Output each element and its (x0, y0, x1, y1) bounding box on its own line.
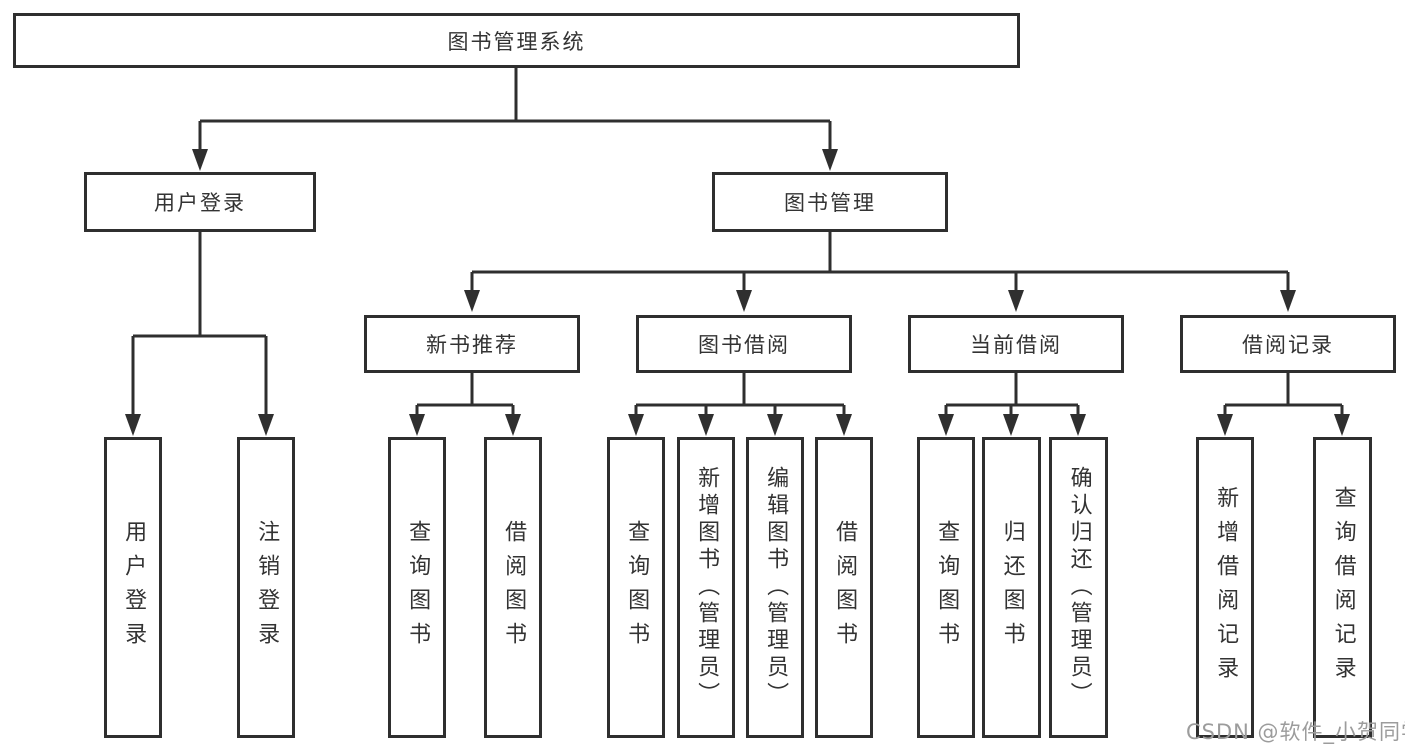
node-book-borrowing: 图书借阅 (636, 315, 852, 373)
leaf-confirm-return-admin: 确认归还（管理员） (1049, 437, 1108, 738)
node-root-label: 图书管理系统 (447, 29, 586, 54)
leaf-query-borrow-record-label: 查询借阅记录 (1330, 485, 1356, 690)
leaf-return-books: 归还图书 (982, 437, 1041, 738)
leaf-borrowing-borrow-books: 借阅图书 (815, 437, 873, 738)
leaf-borrowing-query-books: 查询图书 (607, 437, 665, 738)
leaf-user-login: 用户登录 (104, 437, 162, 738)
node-new-book-recommend: 新书推荐 (364, 315, 580, 373)
leaf-logout: 注销登录 (237, 437, 295, 738)
leaf-add-book-admin-label: 新增图书（管理员） (694, 466, 720, 709)
leaf-edit-book-admin-label: 编辑图书（管理员） (763, 466, 789, 709)
node-new-book-recommend-label: 新书推荐 (426, 333, 518, 357)
node-user-login: 用户登录 (84, 172, 316, 232)
node-book-borrowing-label: 图书借阅 (698, 333, 790, 357)
node-user-login-label: 用户登录 (154, 191, 246, 215)
node-current-borrowing-label: 当前借阅 (970, 333, 1062, 357)
leaf-add-borrow-record-label: 新增借阅记录 (1213, 485, 1239, 690)
node-book-management: 图书管理 (712, 172, 948, 232)
leaf-add-book-admin: 新增图书（管理员） (677, 437, 735, 738)
leaf-edit-book-admin: 编辑图书（管理员） (746, 437, 804, 738)
node-root: 图书管理系统 (13, 13, 1020, 68)
leaf-query-borrow-record: 查询借阅记录 (1313, 437, 1372, 738)
arrowheads (125, 149, 1350, 436)
leaf-add-borrow-record: 新增借阅记录 (1196, 437, 1254, 738)
csdn-watermark: CSDN @软件_小贺同学 (1186, 720, 1405, 744)
leaf-recommend-query-books: 查询图书 (388, 437, 446, 738)
node-borrowing-records-label: 借阅记录 (1242, 333, 1334, 357)
leaf-logout-label: 注销登录 (254, 519, 280, 656)
leaf-recommend-query-books-label: 查询图书 (405, 519, 431, 656)
leaf-borrowing-borrow-books-label: 借阅图书 (832, 519, 858, 656)
leaf-user-login-label: 用户登录 (121, 519, 147, 656)
leaf-recommend-borrow-books: 借阅图书 (484, 437, 542, 738)
leaf-recommend-borrow-books-label: 借阅图书 (501, 519, 527, 656)
leaf-current-query-books: 查询图书 (917, 437, 975, 738)
node-current-borrowing: 当前借阅 (908, 315, 1124, 373)
leaf-current-query-books-label: 查询图书 (934, 519, 960, 656)
leaf-borrowing-query-books-label: 查询图书 (624, 519, 650, 656)
node-book-management-label: 图书管理 (784, 191, 876, 215)
node-borrowing-records: 借阅记录 (1180, 315, 1396, 373)
leaf-return-books-label: 归还图书 (999, 519, 1025, 656)
leaf-confirm-return-admin-label: 确认归还（管理员） (1066, 466, 1092, 709)
